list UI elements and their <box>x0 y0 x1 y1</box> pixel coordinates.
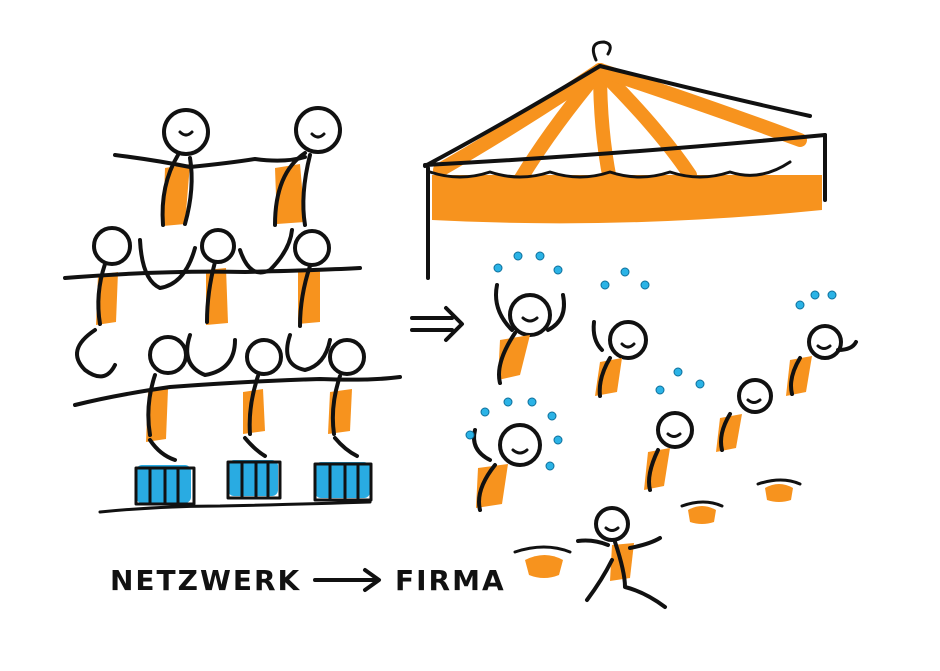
juggler-5 <box>644 367 705 492</box>
label-netzwerk: NETZWERK <box>110 564 301 597</box>
label-arrow-icon <box>313 568 381 592</box>
pyramid-top-right-person <box>273 106 342 227</box>
hats <box>513 478 802 578</box>
runner <box>576 506 667 609</box>
pyramid-lower-row <box>73 328 402 442</box>
label-firma: FIRMA <box>395 564 506 597</box>
juggler-4 <box>465 397 563 512</box>
juggler-1 <box>493 251 566 385</box>
pyramid-middle-row <box>63 226 362 328</box>
pyramid-bases <box>98 436 373 514</box>
jugglers-group <box>465 251 858 609</box>
juggler-6 <box>716 378 773 452</box>
pyramid-top-left-person <box>160 108 210 227</box>
top-arms <box>113 153 307 169</box>
human-pyramid-icon <box>63 106 402 514</box>
juggler-3 <box>786 290 858 396</box>
circus-tent-icon <box>423 40 827 280</box>
juggler-2 <box>591 267 650 398</box>
double-arrow-icon <box>410 306 464 342</box>
